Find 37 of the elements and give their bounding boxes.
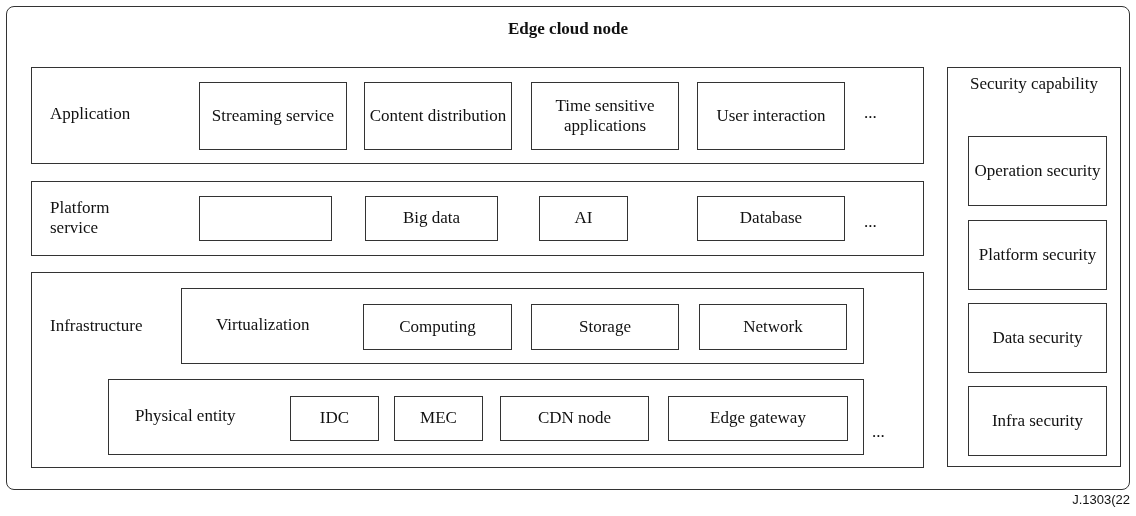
component-box: MEC (394, 396, 483, 441)
layer-title: Virtualization (216, 315, 310, 336)
security-box: Platform security (968, 220, 1107, 290)
component-box: IDC (290, 396, 379, 441)
security-box: Operation security (968, 136, 1107, 206)
layer-title: Infrastructure (50, 316, 143, 337)
component-box: Streaming service (199, 82, 347, 150)
component-box (199, 196, 332, 241)
component-box: Big data (365, 196, 498, 241)
layer-title: Platform service (50, 198, 111, 239)
layer-panel (31, 67, 924, 164)
layer-title: Security capability (969, 74, 1099, 95)
component-box: Content distribution (364, 82, 512, 150)
outer-frame (6, 6, 1130, 490)
security-box: Infra security (968, 386, 1107, 456)
component-box: Database (697, 196, 845, 241)
ellipsis: ... (872, 422, 885, 442)
component-box: Computing (363, 304, 512, 350)
layer-panel (31, 181, 924, 256)
component-box: Edge gateway (668, 396, 848, 441)
component-box: Network (699, 304, 847, 350)
ellipsis: ... (864, 212, 877, 232)
layer-panel (31, 272, 924, 468)
security-panel (947, 67, 1121, 467)
sublayer-panel (108, 379, 864, 455)
security-box: Data security (968, 303, 1107, 373)
component-box: AI (539, 196, 628, 241)
layer-title: Edge cloud node (507, 19, 629, 40)
sublayer-panel (181, 288, 864, 364)
layer-title: Physical entity (135, 406, 236, 427)
component-box: Time sensitive applications (531, 82, 679, 150)
component-box: CDN node (500, 396, 649, 441)
layer-title: Application (50, 104, 131, 125)
component-box: Storage (531, 304, 679, 350)
ellipsis: ... (864, 103, 877, 123)
figure-number: J.1303(22 (1072, 492, 1130, 507)
component-box: User interaction (697, 82, 845, 150)
